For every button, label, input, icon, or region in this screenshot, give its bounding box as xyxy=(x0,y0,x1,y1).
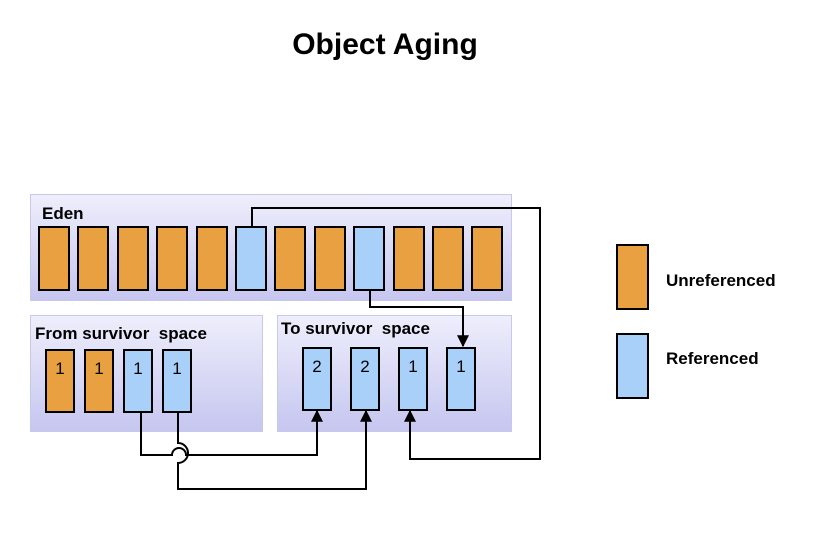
eden-object-unreferenced xyxy=(392,226,425,291)
to-survivor-object-age: 1 xyxy=(408,357,418,376)
from-survivor-object-age: 1 xyxy=(172,359,182,378)
from-survivor-object-referenced: 1 xyxy=(123,349,153,413)
eden-label: Eden xyxy=(42,204,84,223)
legend-unreferenced-swatch xyxy=(616,244,649,310)
to-survivor-object-referenced: 1 xyxy=(446,347,476,411)
from-survivor-object-age: 1 xyxy=(94,359,104,378)
eden-object-referenced xyxy=(235,226,267,291)
eden-object-unreferenced xyxy=(116,226,149,291)
to-survivor-object-referenced: 1 xyxy=(398,347,428,411)
to-survivor-object-referenced: 2 xyxy=(350,347,380,411)
eden-object-unreferenced xyxy=(77,226,110,291)
to-survivor-object-age: 2 xyxy=(312,357,322,376)
from-survivor-object-age: 1 xyxy=(133,359,143,378)
eden-object-unreferenced xyxy=(156,226,189,291)
legend-unreferenced-label: Unreferenced xyxy=(666,271,776,290)
from-survivor-object-age: 1 xyxy=(55,359,65,378)
to-survivor-object-age: 2 xyxy=(360,357,370,376)
eden-object-unreferenced xyxy=(38,226,70,291)
arrow-from-to-survivor-a xyxy=(140,409,323,456)
legend-referenced-swatch xyxy=(616,333,649,399)
from-survivor-label: From survivor space xyxy=(35,324,207,343)
eden-object-unreferenced xyxy=(274,226,307,291)
eden-object-unreferenced xyxy=(195,226,228,291)
from-survivor-object-unreferenced: 1 xyxy=(45,349,75,413)
to-survivor-label: To survivor space xyxy=(281,319,430,338)
arrow-eden-to-survivor-b xyxy=(369,290,469,348)
diagram-title: Object Aging xyxy=(292,28,478,61)
to-survivor-object-age: 1 xyxy=(456,357,466,376)
eden-object-unreferenced xyxy=(471,226,504,291)
arrow-from-to-survivor-b xyxy=(177,409,372,490)
eden-region xyxy=(30,194,512,301)
eden-object-unreferenced xyxy=(313,226,346,291)
arrow-eden-to-survivor-a xyxy=(251,207,541,460)
from-survivor-object-unreferenced: 1 xyxy=(84,349,114,413)
legend-referenced-label: Referenced xyxy=(666,349,759,368)
eden-object-unreferenced xyxy=(432,226,464,291)
